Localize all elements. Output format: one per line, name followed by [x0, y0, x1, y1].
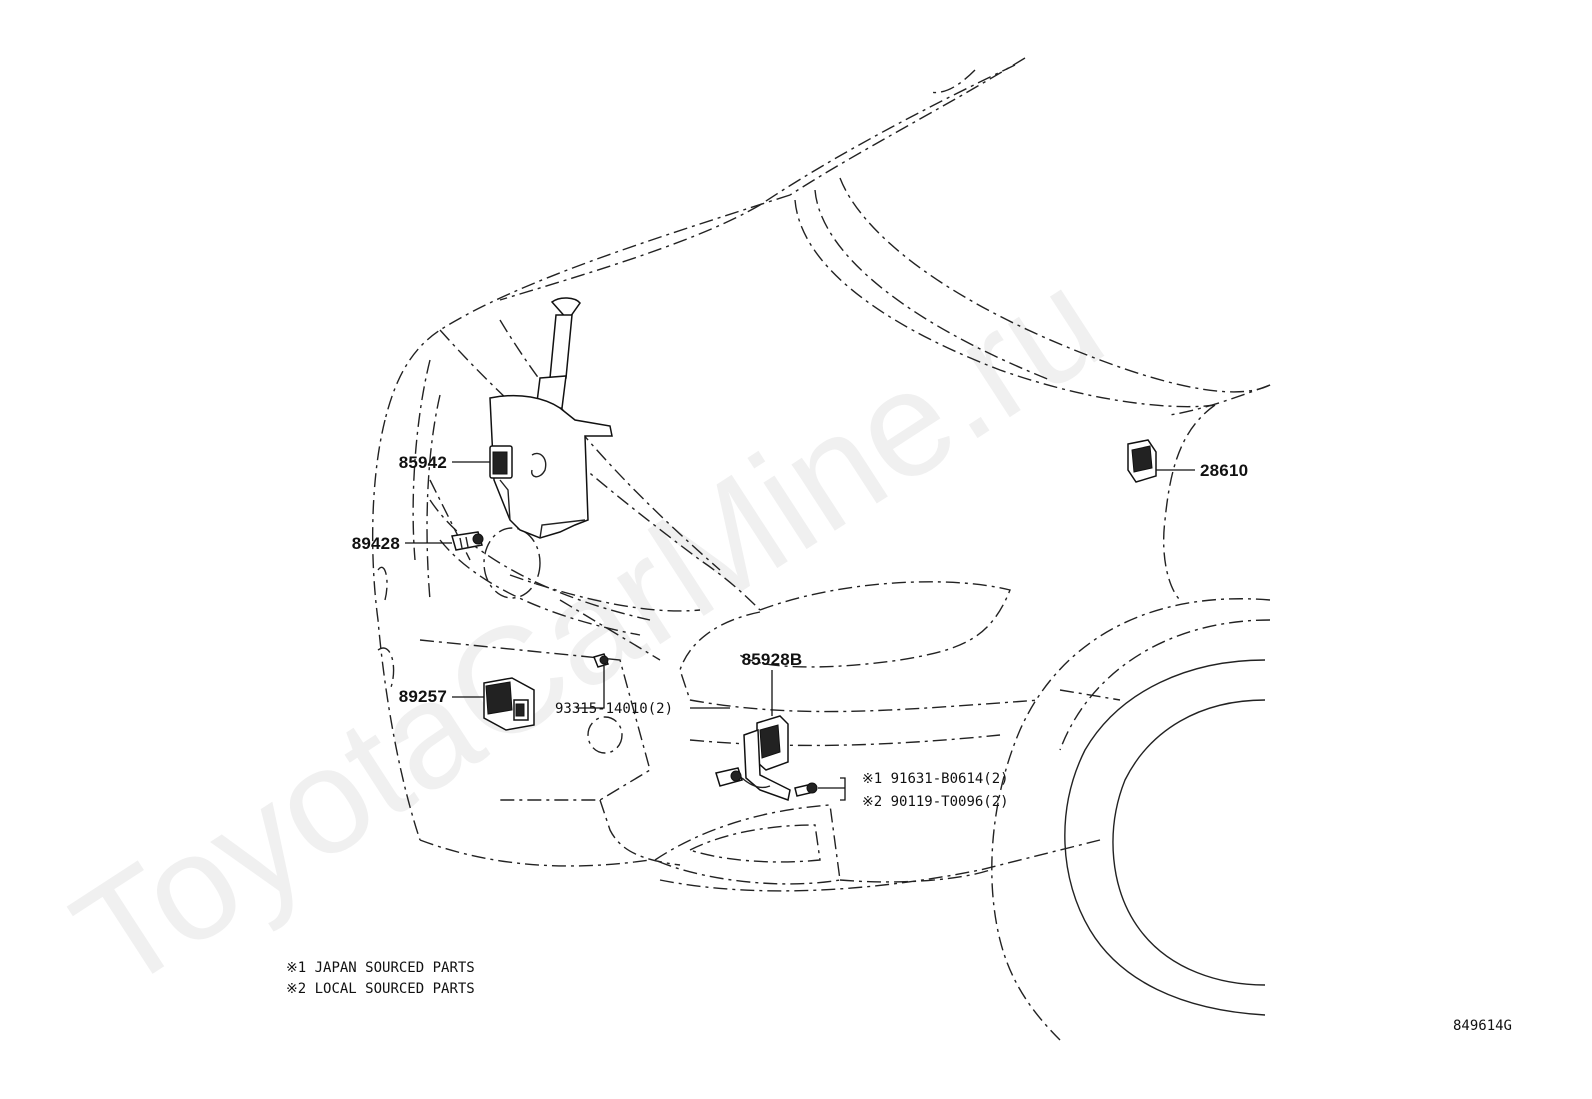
part-85942[interactable]: 85942 — [399, 445, 513, 479]
note-local-sourced: ※2 LOCAL SOURCED PARTS — [286, 981, 475, 997]
callout-85928b: 85928B — [742, 650, 803, 669]
callout-89428: 89428 — [352, 534, 400, 553]
watermark-text: ToyotaCarMine.ru — [46, 236, 1130, 1022]
part-89428[interactable]: 89428 — [352, 531, 484, 553]
callout-28610: 28610 — [1200, 461, 1248, 480]
note-japan-sourced: ※1 JAPAN SOURCED PARTS — [286, 960, 475, 976]
callout-89257: 89257 — [399, 687, 447, 706]
car-body-outline — [371, 57, 1271, 1041]
callout-85942: 85942 — [399, 453, 447, 472]
washer-tank — [489, 297, 613, 539]
callout-90119: ※2 90119-T0096(2) — [862, 794, 1009, 810]
part-28610[interactable]: 28610 — [1127, 439, 1248, 483]
part-93315[interactable]: 93315-14010(2) — [555, 653, 730, 717]
callout-93315: 93315-14010(2) — [555, 701, 673, 717]
part-89257[interactable]: 89257 — [399, 677, 535, 731]
callout-91631: ※1 91631-B0614(2) — [862, 771, 1009, 787]
part-bolt[interactable]: ※1 91631-B0614(2) ※2 90119-T0096(2) — [794, 771, 1009, 810]
part-85928b[interactable]: 85928B — [715, 650, 803, 801]
diagram-code: 849614G — [1453, 1018, 1512, 1034]
